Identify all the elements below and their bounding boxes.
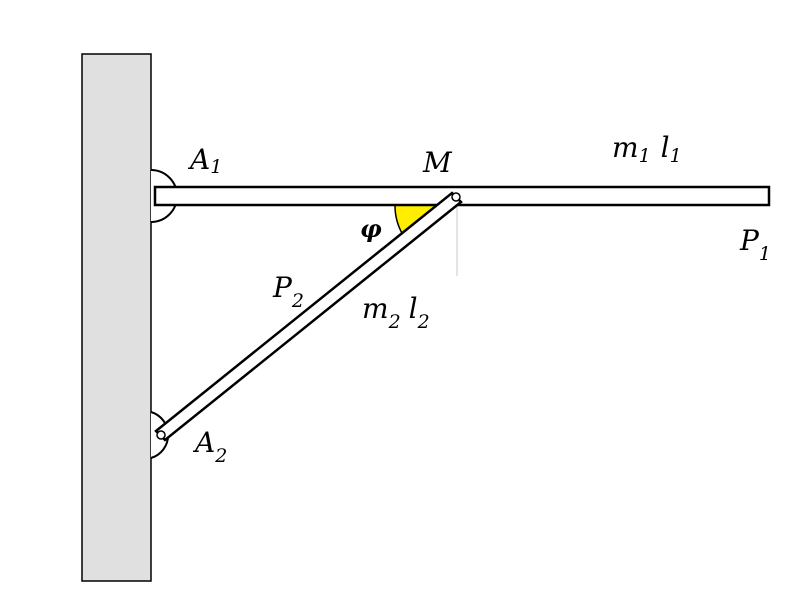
label-p1: P1 bbox=[739, 224, 771, 265]
pin-m bbox=[451, 192, 461, 202]
label-p2: P2 bbox=[272, 271, 304, 312]
pin-a2 bbox=[156, 430, 166, 440]
label-m: M bbox=[422, 146, 453, 179]
label-a2: A2 bbox=[192, 426, 227, 467]
wall bbox=[81, 53, 152, 582]
label-a1: A1 bbox=[187, 143, 222, 178]
label-phi: φ bbox=[360, 214, 382, 243]
beam-1 bbox=[153, 185, 771, 207]
